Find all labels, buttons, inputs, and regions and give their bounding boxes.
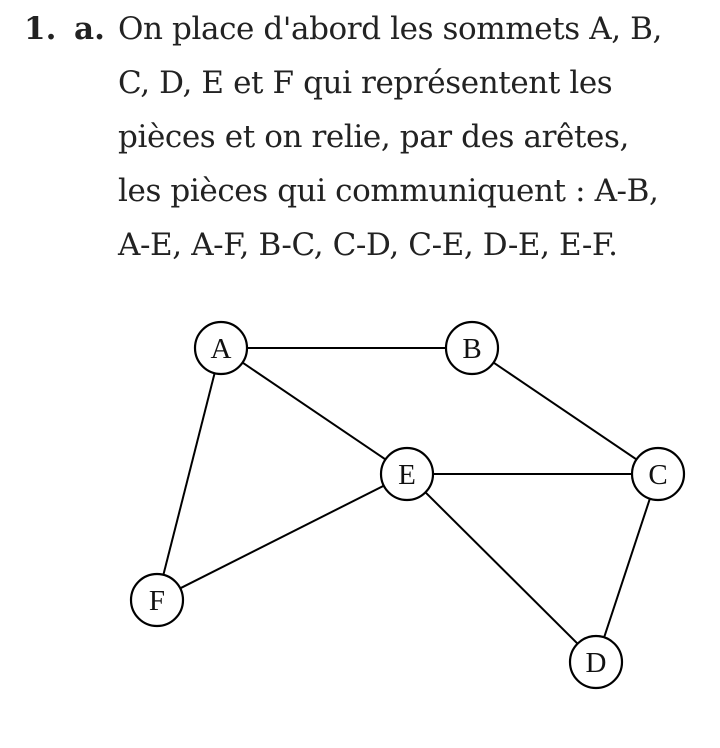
vertex-circle xyxy=(379,446,435,502)
edge-B-C xyxy=(492,361,638,461)
vertex-circle xyxy=(630,446,686,502)
vertex-circle xyxy=(568,634,624,690)
vertex-D: D xyxy=(568,634,624,690)
vertex-B: B xyxy=(444,320,500,376)
edge-A-E xyxy=(241,361,387,461)
graph-diagram: A B C D E F xyxy=(0,300,720,748)
edge-E-F xyxy=(179,484,385,590)
graph-svg: A B C D E F xyxy=(129,320,686,690)
question-number: 1. xyxy=(24,11,57,47)
text-line-2: C, D, E et F qui représentent les xyxy=(118,65,613,101)
vertex-A: A xyxy=(193,320,249,376)
text-line-1: On place d'abord les sommets A, B, xyxy=(118,11,662,47)
text-line-3: pièces et on relie, par des arêtes, xyxy=(118,119,629,155)
vertex-circle xyxy=(129,572,185,628)
vertex-F: F xyxy=(129,572,185,628)
edges-layer xyxy=(162,347,651,645)
vertex-label: E xyxy=(398,459,416,491)
vertex-label: C xyxy=(648,459,667,491)
text-line-5: A-E, A-F, B-C, C-D, C-E, D-E, E-F. xyxy=(118,227,618,263)
question-text: On place d'abord les sommets A, B, C, D,… xyxy=(118,2,708,272)
text-line-4: les pièces qui communiquent : A-B, xyxy=(118,173,659,209)
vertex-label: F xyxy=(149,585,165,617)
edge-D-E xyxy=(424,491,579,645)
edge-C-D xyxy=(603,498,651,638)
vertex-C: C xyxy=(630,446,686,502)
vertex-label: D xyxy=(586,647,607,679)
vertex-circle xyxy=(193,320,249,376)
vertex-label: B xyxy=(462,333,481,365)
vertex-label: A xyxy=(211,333,232,365)
vertex-E: E xyxy=(379,446,435,502)
edge-A-F xyxy=(162,372,216,576)
vertex-circle xyxy=(444,320,500,376)
question-letter: a. xyxy=(74,11,105,47)
vertices-layer: A B C D E F xyxy=(129,320,686,690)
